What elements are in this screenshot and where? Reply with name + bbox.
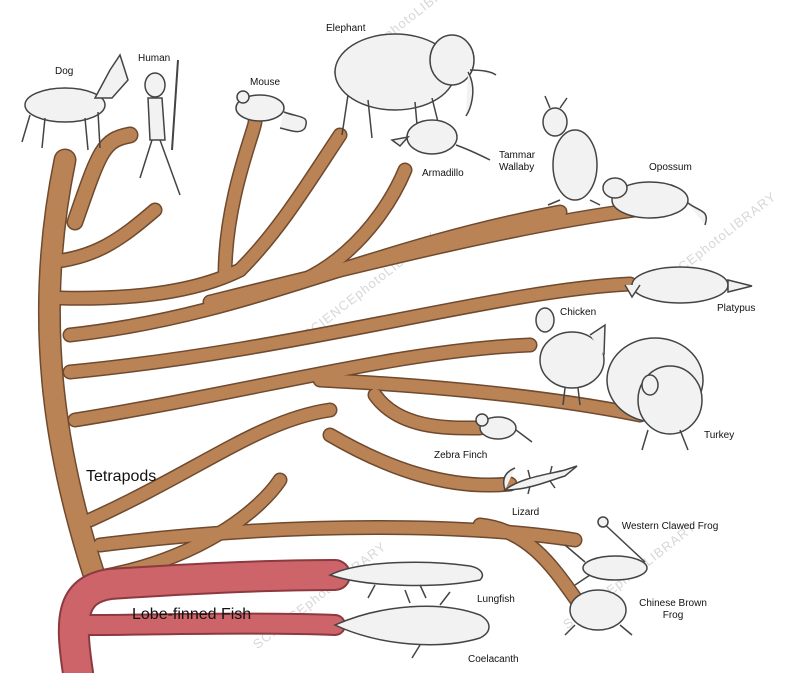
dog-illustration <box>21 53 129 151</box>
tammar-wallaby-illustration <box>542 95 601 206</box>
label-lizard: Lizard <box>512 507 540 518</box>
label-turkey: Turkey <box>704 430 735 441</box>
chicken-illustration <box>535 307 606 406</box>
label-lobe-finned-fish: Lobe-finned Fish <box>132 606 252 623</box>
label-dog: Dog <box>55 66 74 77</box>
label-western-clawed-frog: Western Clawed Frog <box>621 521 719 532</box>
elephant-illustration <box>334 33 497 139</box>
label-platypus: Platypus <box>717 303 756 314</box>
label-opossum: Opossum <box>649 162 692 173</box>
tetrapod-branches <box>39 116 646 611</box>
zebra-finch-illustration <box>475 413 533 443</box>
human-illustration <box>139 59 181 196</box>
armadillo-illustration <box>390 119 491 161</box>
coelacanth-illustration <box>333 589 490 659</box>
mouse-illustration <box>235 90 307 133</box>
label-zebra-finch: Zebra Finch <box>434 450 488 461</box>
label-elephant: Elephant <box>326 23 366 34</box>
lizard-illustration <box>502 465 578 495</box>
label-armadillo: Armadillo <box>422 168 464 179</box>
western-clawed-frog-illustration <box>564 516 648 586</box>
label-tammar-wallaby: Tammar Wallaby <box>499 150 536 173</box>
lungfish-illustration <box>328 561 484 599</box>
label-tetrapods: Tetrapods <box>86 468 157 485</box>
label-lungfish: Lungfish <box>477 594 515 605</box>
label-chinese-brown-frog: Chinese Brown Frog <box>639 598 707 621</box>
label-coelacanth: Coelacanth <box>468 654 519 665</box>
platypus-illustration <box>624 266 753 304</box>
turkey-illustration <box>606 337 704 451</box>
opossum-illustration <box>602 177 707 226</box>
label-mouse: Mouse <box>250 77 281 88</box>
chinese-brown-frog-illustration <box>564 589 633 636</box>
label-chicken: Chicken <box>560 307 597 318</box>
lobe-finned-fish-branch <box>57 559 351 673</box>
label-human: Human <box>138 53 171 64</box>
